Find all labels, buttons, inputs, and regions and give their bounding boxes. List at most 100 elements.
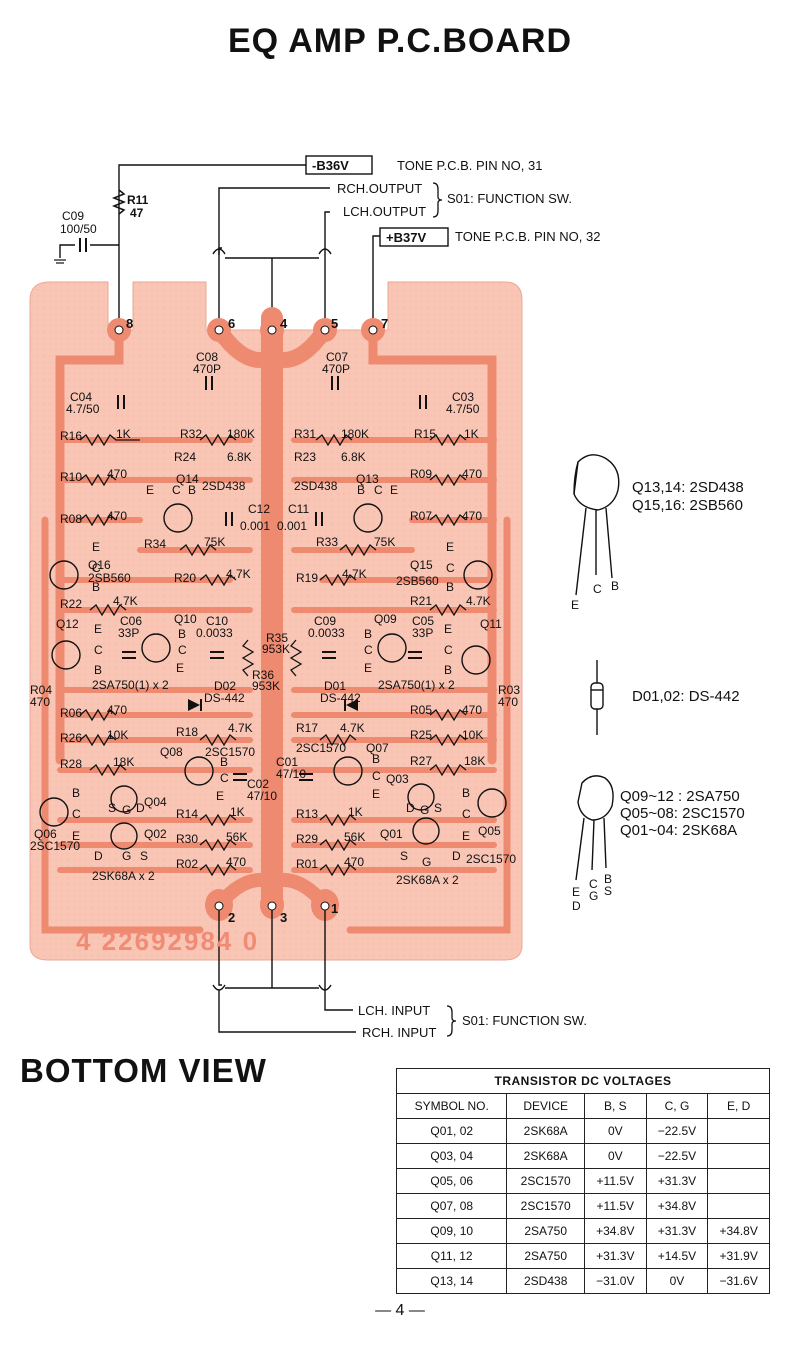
- component-label: 0.001: [240, 519, 270, 533]
- component-label: R20: [174, 571, 196, 585]
- component-label: B: [611, 579, 619, 593]
- component-label: C: [372, 769, 381, 783]
- component-label: R13: [296, 807, 318, 821]
- board-serial: 4 22692984 0: [76, 926, 259, 956]
- component-label: 75K: [374, 535, 395, 549]
- component-label: 18K: [464, 754, 485, 768]
- component-label: Q04: [144, 795, 167, 809]
- resistor-symbols: [79, 433, 467, 877]
- component-label: Q08: [160, 745, 183, 759]
- component-label: 953K: [262, 642, 290, 656]
- component-label: C04: [70, 390, 92, 404]
- component-label: R01: [296, 857, 318, 871]
- pin-5: 5: [331, 316, 338, 331]
- component-label: Q12: [56, 617, 79, 631]
- b36-label: -B36V: [312, 158, 349, 173]
- legend-small-transistor-icon: [575, 775, 614, 881]
- diode-symbols: [188, 699, 358, 711]
- component-label: 47: [130, 206, 144, 220]
- component-label: R14: [176, 807, 198, 821]
- component-label: 18K: [113, 755, 134, 769]
- component-label: S: [108, 801, 116, 815]
- component-label: C: [446, 561, 455, 575]
- component-label: G: [589, 889, 598, 903]
- component-label: C05: [412, 614, 434, 628]
- component-label: 470: [462, 703, 482, 717]
- component-label: C12: [248, 502, 270, 516]
- component-label: C01: [276, 755, 298, 769]
- component-label: C: [589, 877, 598, 891]
- component-labels: C08 470P C07 470P C04 4.7/50 C03 4.7/50 …: [30, 350, 520, 887]
- component-label: Q14: [176, 472, 199, 486]
- b36-box: [305, 155, 373, 175]
- component-label: E: [92, 540, 100, 554]
- component-label: 6.8K: [227, 450, 252, 464]
- component-label: B: [444, 663, 452, 677]
- component-label: S: [604, 884, 612, 898]
- component-label: 2SC1570: [466, 852, 516, 866]
- component-label: C: [444, 643, 453, 657]
- component-label: 33P: [412, 626, 433, 640]
- component-label: Q06: [34, 827, 57, 841]
- component-label: 4.7K: [113, 594, 138, 608]
- component-label: B: [220, 755, 228, 769]
- r11-resistor: [111, 189, 127, 215]
- b37-box: [379, 227, 449, 247]
- component-label: 10K: [107, 728, 128, 742]
- component-label: R36: [252, 668, 274, 682]
- component-label: C: [72, 807, 81, 821]
- pin-8: 8: [126, 316, 133, 331]
- component-label: R24: [174, 450, 196, 464]
- component-label: R35: [266, 631, 288, 645]
- component-label: B: [462, 786, 470, 800]
- component-label: Q16: [88, 558, 111, 572]
- bottom-view-heading: BOTTOM VIEW: [20, 1052, 267, 1089]
- brace-input: [446, 1005, 457, 1037]
- component-label: 1K: [230, 805, 245, 819]
- pin-3: 3: [280, 910, 287, 925]
- component-label: Q05: [478, 824, 501, 838]
- component-label: R10: [60, 470, 82, 484]
- component-label: E: [146, 483, 154, 497]
- col-symbol: SYMBOL NO.: [395, 1093, 508, 1119]
- table-caption: TRANSISTOR DC VOLTAGES: [396, 1068, 770, 1094]
- component-label: B: [446, 580, 454, 594]
- component-label: 4.7K: [466, 594, 491, 608]
- component-label: B: [188, 483, 196, 497]
- component-label: 470P: [322, 362, 350, 376]
- component-label: D: [406, 801, 415, 815]
- page-title: EQ AMP P.C.BOARD: [227, 22, 573, 60]
- component-label: E: [94, 622, 102, 636]
- component-label: 100/50: [60, 222, 97, 236]
- component-label: C: [374, 483, 383, 497]
- component-label: G: [422, 855, 431, 869]
- component-label: C09: [62, 209, 84, 223]
- component-label: S: [434, 801, 442, 815]
- component-label: Q03: [386, 772, 409, 786]
- legend-q13-q14: Q13,14: 2SD438: [632, 479, 744, 496]
- component-label: 470: [107, 509, 127, 523]
- component-label: R21: [410, 594, 432, 608]
- component-label: 56K: [344, 830, 365, 844]
- component-label: C06: [120, 614, 142, 628]
- component-label: 180K: [341, 427, 369, 441]
- pin-7: 7: [381, 316, 388, 331]
- component-label: R29: [296, 832, 318, 846]
- pin-2: 2: [228, 910, 235, 925]
- component-label: 4.7K: [342, 567, 367, 581]
- component-label: DS-442: [320, 691, 361, 705]
- component-label: C08: [196, 350, 218, 364]
- component-label: R16: [60, 429, 82, 443]
- component-label: R09: [410, 467, 432, 481]
- component-label: 2SA750(1) x 2: [92, 678, 169, 692]
- component-label: 4.7K: [226, 567, 251, 581]
- c09-capacitor: [79, 238, 87, 252]
- component-label: 1K: [116, 427, 131, 441]
- component-label: 4.7/50: [66, 402, 100, 416]
- component-label: R30: [176, 832, 198, 846]
- ground-symbol: [54, 259, 66, 264]
